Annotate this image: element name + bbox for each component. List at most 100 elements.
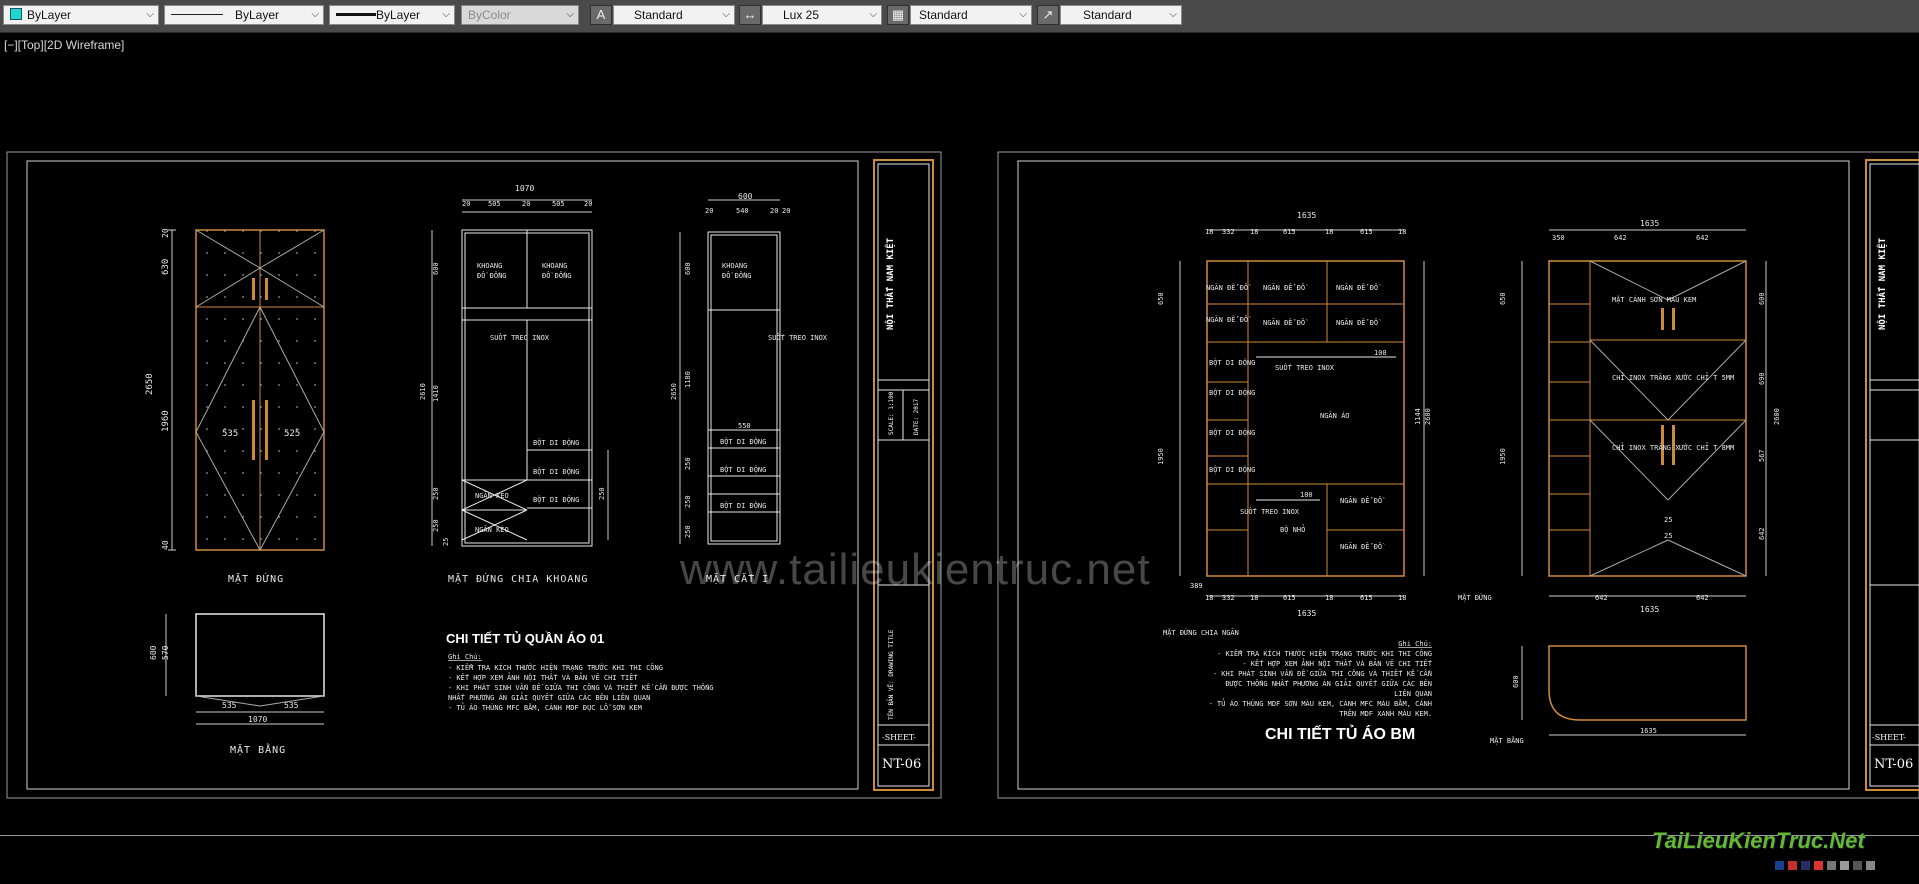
svg-text:535: 535 bbox=[222, 701, 237, 710]
svg-text:SUỐT TREO INOX: SUỐT TREO INOX bbox=[490, 333, 550, 342]
svg-text:20: 20 bbox=[705, 207, 713, 215]
dim-style-icon[interactable]: ↔ bbox=[739, 5, 761, 25]
svg-text:18: 18 bbox=[1205, 228, 1213, 236]
svg-text:18: 18 bbox=[1250, 594, 1258, 602]
mleader-style-dropdown[interactable]: Standard⌵ bbox=[1060, 5, 1182, 25]
svg-text:1950: 1950 bbox=[1499, 448, 1507, 465]
svg-text:LIÊN QUAN: LIÊN QUAN bbox=[1394, 689, 1432, 698]
plotstyle-control-dropdown: ByColor⌵ bbox=[461, 5, 579, 25]
text-style-value: Standard bbox=[634, 8, 683, 22]
svg-text:- KẾT HỢP XEM ẢNH NỘI THẤT VÀ: - KẾT HỢP XEM ẢNH NỘI THẤT VÀ BẢN VẼ CHI… bbox=[448, 673, 638, 682]
color-control-dropdown[interactable]: ByLayer⌵ bbox=[3, 5, 159, 25]
text-style-dropdown[interactable]: Standard ⌵ bbox=[613, 5, 735, 25]
svg-text:ĐỒ ĐỒNG: ĐỒ ĐỒNG bbox=[722, 271, 752, 280]
svg-text:505: 505 bbox=[488, 200, 501, 208]
linetype-sample bbox=[171, 14, 223, 15]
svg-text:BỘT DI ĐỘNG: BỘT DI ĐỘNG bbox=[720, 437, 766, 446]
view-label-front-2: MẶT ĐỨNG bbox=[1458, 593, 1492, 602]
svg-text:18: 18 bbox=[1398, 228, 1406, 236]
svg-text:- TỦ ÁO THÙNG MDF SƠN MÀU KEM,: - TỦ ÁO THÙNG MDF SƠN MÀU KEM, CÁNH MFC … bbox=[1209, 699, 1432, 708]
svg-text:690: 690 bbox=[1758, 372, 1766, 385]
svg-text:NGĂN ĐỂ ĐỒ: NGĂN ĐỂ ĐỒ bbox=[1206, 283, 1251, 292]
svg-text:SCALE: 1:100: SCALE: 1:100 bbox=[888, 391, 895, 435]
view-label-front: MẶT ĐỨNG bbox=[228, 572, 284, 585]
svg-text:SUỐT TREO INOX: SUỐT TREO INOX bbox=[1275, 363, 1335, 372]
svg-text:ĐỒ ĐỒNG: ĐỒ ĐỒNG bbox=[477, 271, 507, 280]
svg-text:600: 600 bbox=[1758, 292, 1766, 305]
svg-text:600: 600 bbox=[1512, 675, 1520, 688]
svg-text:BỘT DI ĐỘNG: BỘT DI ĐỘNG bbox=[720, 501, 766, 510]
svg-text:615: 615 bbox=[1283, 228, 1296, 236]
svg-text:ĐỒ ĐỒNG: ĐỒ ĐỒNG bbox=[542, 271, 572, 280]
svg-text:600: 600 bbox=[684, 262, 692, 275]
svg-text:KHOANG: KHOANG bbox=[722, 262, 747, 270]
sheet-2-inner-border bbox=[1017, 160, 1850, 790]
svg-text:NGĂN KÉO: NGĂN KÉO bbox=[475, 525, 509, 534]
svg-text:250: 250 bbox=[684, 525, 692, 538]
svg-text:- TỦ ÁO THÙNG MFC BẰM, CÁNH MD: - TỦ ÁO THÙNG MFC BẰM, CÁNH MDF ĐỤC LỖ S… bbox=[448, 703, 642, 712]
svg-text:650: 650 bbox=[1499, 292, 1507, 305]
elevation-front-2-labels: 1635 350 642 642 642 642 1635 650 1950 2… bbox=[1458, 219, 1781, 614]
view-label-plan-2: MẶT BẰNG bbox=[1490, 736, 1524, 745]
text-style-icon[interactable]: A bbox=[590, 5, 612, 25]
sheet-2-title: CHI TIẾT TỦ ÁO BM bbox=[1265, 724, 1415, 743]
lineweight-control-dropdown[interactable]: ByLayer⌵ bbox=[329, 5, 455, 25]
linetype-control-dropdown[interactable]: ByLayer⌵ bbox=[164, 5, 324, 25]
view-label-divisions: MẶT ĐỨNG CHIA NGĂN bbox=[1163, 628, 1239, 637]
svg-text:389: 389 bbox=[1190, 582, 1203, 590]
svg-text:NGĂN ĐỂ ĐỒ: NGĂN ĐỂ ĐỒ bbox=[1336, 283, 1381, 292]
elevation-compartments-labels: 1070 20 505 20 505 20 2610 600 1410 250 … bbox=[419, 184, 606, 585]
svg-text:SUỐT TREO INOX: SUỐT TREO INOX bbox=[1240, 507, 1300, 516]
mleader-style-icon[interactable]: ↗ bbox=[1037, 5, 1059, 25]
sheet-1-title: CHI TIẾT TỦ QUẦN ÁO 01 bbox=[446, 631, 604, 646]
mleader-style-value: Standard bbox=[1083, 8, 1132, 22]
table-style-icon[interactable]: ▦ bbox=[887, 5, 909, 25]
elevation-divisions bbox=[1179, 229, 1425, 597]
svg-text:20: 20 bbox=[522, 200, 530, 208]
front-630-dim: 630 bbox=[161, 259, 171, 275]
chevron-down-icon: ⌵ bbox=[442, 9, 450, 20]
svg-text:1635: 1635 bbox=[1297, 211, 1316, 220]
svg-text:BỘT DI ĐỘNG: BỘT DI ĐỘNG bbox=[533, 467, 579, 476]
svg-text:KHOANG: KHOANG bbox=[477, 262, 502, 270]
sheet-1-title-block: NỘI THẤT NAM KIỆT SCALE: 1:100 DATE: 201… bbox=[873, 159, 934, 791]
svg-text:642: 642 bbox=[1614, 234, 1627, 242]
svg-text:642: 642 bbox=[1696, 594, 1709, 602]
svg-text:350: 350 bbox=[1552, 234, 1565, 242]
properties-toolbar: ByLayer⌵ ByLayer⌵ ByLayer⌵ ByColor⌵ A St… bbox=[0, 0, 1919, 33]
svg-text:BỘT DI ĐỘNG: BỘT DI ĐỘNG bbox=[533, 495, 579, 504]
svg-text:CHỈ INOX TRĂNG XƯỚC CHỈ T 5MM: CHỈ INOX TRĂNG XƯỚC CHỈ T 5MM bbox=[1612, 373, 1734, 382]
svg-text:NGĂN ĐỂ ĐỒ: NGĂN ĐỂ ĐỒ bbox=[1206, 315, 1251, 324]
svg-text:18: 18 bbox=[1398, 594, 1406, 602]
chevron-down-icon: ⌵ bbox=[1019, 9, 1027, 20]
chevron-down-icon: ⌵ bbox=[869, 9, 877, 20]
svg-text:567: 567 bbox=[1758, 449, 1766, 462]
svg-text:100: 100 bbox=[1374, 349, 1387, 357]
svg-text:Ghi Chú:: Ghi Chú: bbox=[1398, 640, 1432, 648]
svg-text:18: 18 bbox=[1325, 594, 1333, 602]
svg-text:1070: 1070 bbox=[248, 715, 267, 724]
svg-text:332: 332 bbox=[1222, 594, 1235, 602]
chevron-down-icon: ⌵ bbox=[311, 9, 319, 20]
viewport-controls[interactable]: [−][Top][2D Wireframe] bbox=[4, 38, 125, 52]
svg-text:-SHEET-: -SHEET- bbox=[1872, 733, 1906, 742]
dim-style-dropdown[interactable]: Lux 25⌵ bbox=[762, 5, 882, 25]
chevron-down-icon: ⌵ bbox=[722, 9, 730, 20]
svg-text:- KẾT HỢP XEM ẢNH NỘI THẤT VÀ: - KẾT HỢP XEM ẢNH NỘI THẤT VÀ BẢN VẼ CHI… bbox=[1242, 659, 1432, 668]
svg-text:- KIỂM TRA KÍCH THƯỚC HIỆN TRẠ: - KIỂM TRA KÍCH THƯỚC HIỆN TRẠNG TRƯỚC K… bbox=[448, 663, 663, 672]
svg-text:100: 100 bbox=[1300, 491, 1313, 499]
svg-text:650: 650 bbox=[1157, 292, 1165, 305]
svg-text:25: 25 bbox=[442, 538, 450, 546]
elevation-front: 535 525 2650 1960 630 20 40 MẶT ĐỨNG bbox=[145, 228, 325, 585]
svg-text:2650: 2650 bbox=[670, 383, 678, 400]
svg-text:1635: 1635 bbox=[1640, 605, 1659, 614]
table-style-dropdown[interactable]: Standard⌵ bbox=[910, 5, 1032, 25]
svg-text:BỘ NHỎ: BỘ NHỎ bbox=[1280, 525, 1305, 534]
sheet-2-outer-border bbox=[997, 151, 1919, 799]
svg-text:25: 25 bbox=[1664, 516, 1672, 524]
color-swatch-icon bbox=[10, 8, 22, 20]
sheet-1-outer-border bbox=[6, 151, 942, 799]
svg-text:20: 20 bbox=[782, 207, 790, 215]
svg-text:BỘT DI ĐỘNG: BỘT DI ĐỘNG bbox=[1209, 358, 1255, 367]
